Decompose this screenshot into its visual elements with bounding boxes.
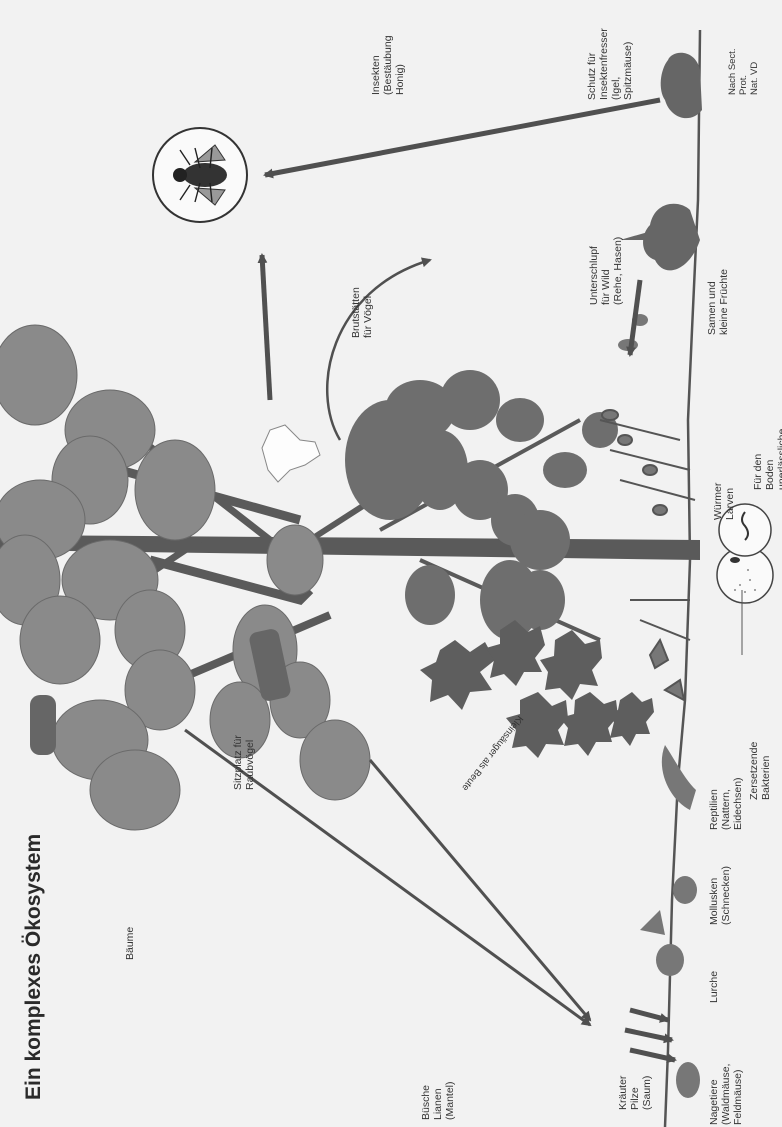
frog-icon: [656, 944, 684, 976]
label-sitzplatz: Sitzplatz für Raubvögel: [232, 735, 256, 790]
label-schutz: Schutz für Insektenfresser (Igel, Spitzm…: [586, 28, 634, 100]
rabbit-icon: [620, 204, 700, 271]
arrow-ground-3: [630, 1010, 668, 1020]
arrow-hedgehog-to-fly: [265, 100, 660, 175]
diagram-title: Ein komplexes Ökosystem: [22, 834, 46, 1100]
label-wuermer: Würmer Larven: [712, 483, 736, 520]
tree-leaves: [0, 325, 370, 830]
label-insekten: Insekten (Bestäubung Honig): [370, 35, 406, 95]
mouse-icon: [676, 1062, 700, 1098]
arrow-ground-2: [625, 1030, 672, 1040]
label-mikrofauna: Für den Boden unerlässliche Mikrofauna: [752, 429, 782, 490]
hedgehog-icon: [661, 53, 702, 118]
arrow-bird-to-fly: [262, 255, 270, 400]
label-mollusken: Mollusken (Schnecken): [708, 866, 732, 925]
label-brutstaetten: Brutstätten für Vögel: [350, 287, 374, 338]
bird-icon: [262, 425, 320, 482]
label-kraeuter: Kräuter Pilze (Saum): [617, 1076, 653, 1110]
label-buesche: Büsche Lianen (Mantel): [420, 1081, 456, 1120]
label-samen: Samen und kleine Früchte: [706, 269, 730, 335]
label-unterschlupf: Unterschlupf für Wild (Rehe, Hasen): [588, 237, 624, 305]
label-bakterien: Zersetzende Bakterien: [748, 742, 772, 800]
lizard-icon: [662, 745, 696, 810]
source-note: Nach Sect. Prot. Nat. VD: [727, 40, 760, 95]
bush-cluster: [345, 370, 618, 640]
snail-icon: [673, 876, 697, 904]
label-lurche: Lurche: [708, 971, 720, 1003]
label-reptilien: Reptilien (Nattern, Eidechsen): [708, 777, 744, 830]
label-nagetiere: Nagetiere (Waldmäuse, Feldmäuse): [708, 1064, 744, 1125]
label-baeume: Bäume: [124, 927, 136, 960]
spiky-bushes: [420, 620, 654, 758]
fly-icon: [153, 128, 247, 222]
